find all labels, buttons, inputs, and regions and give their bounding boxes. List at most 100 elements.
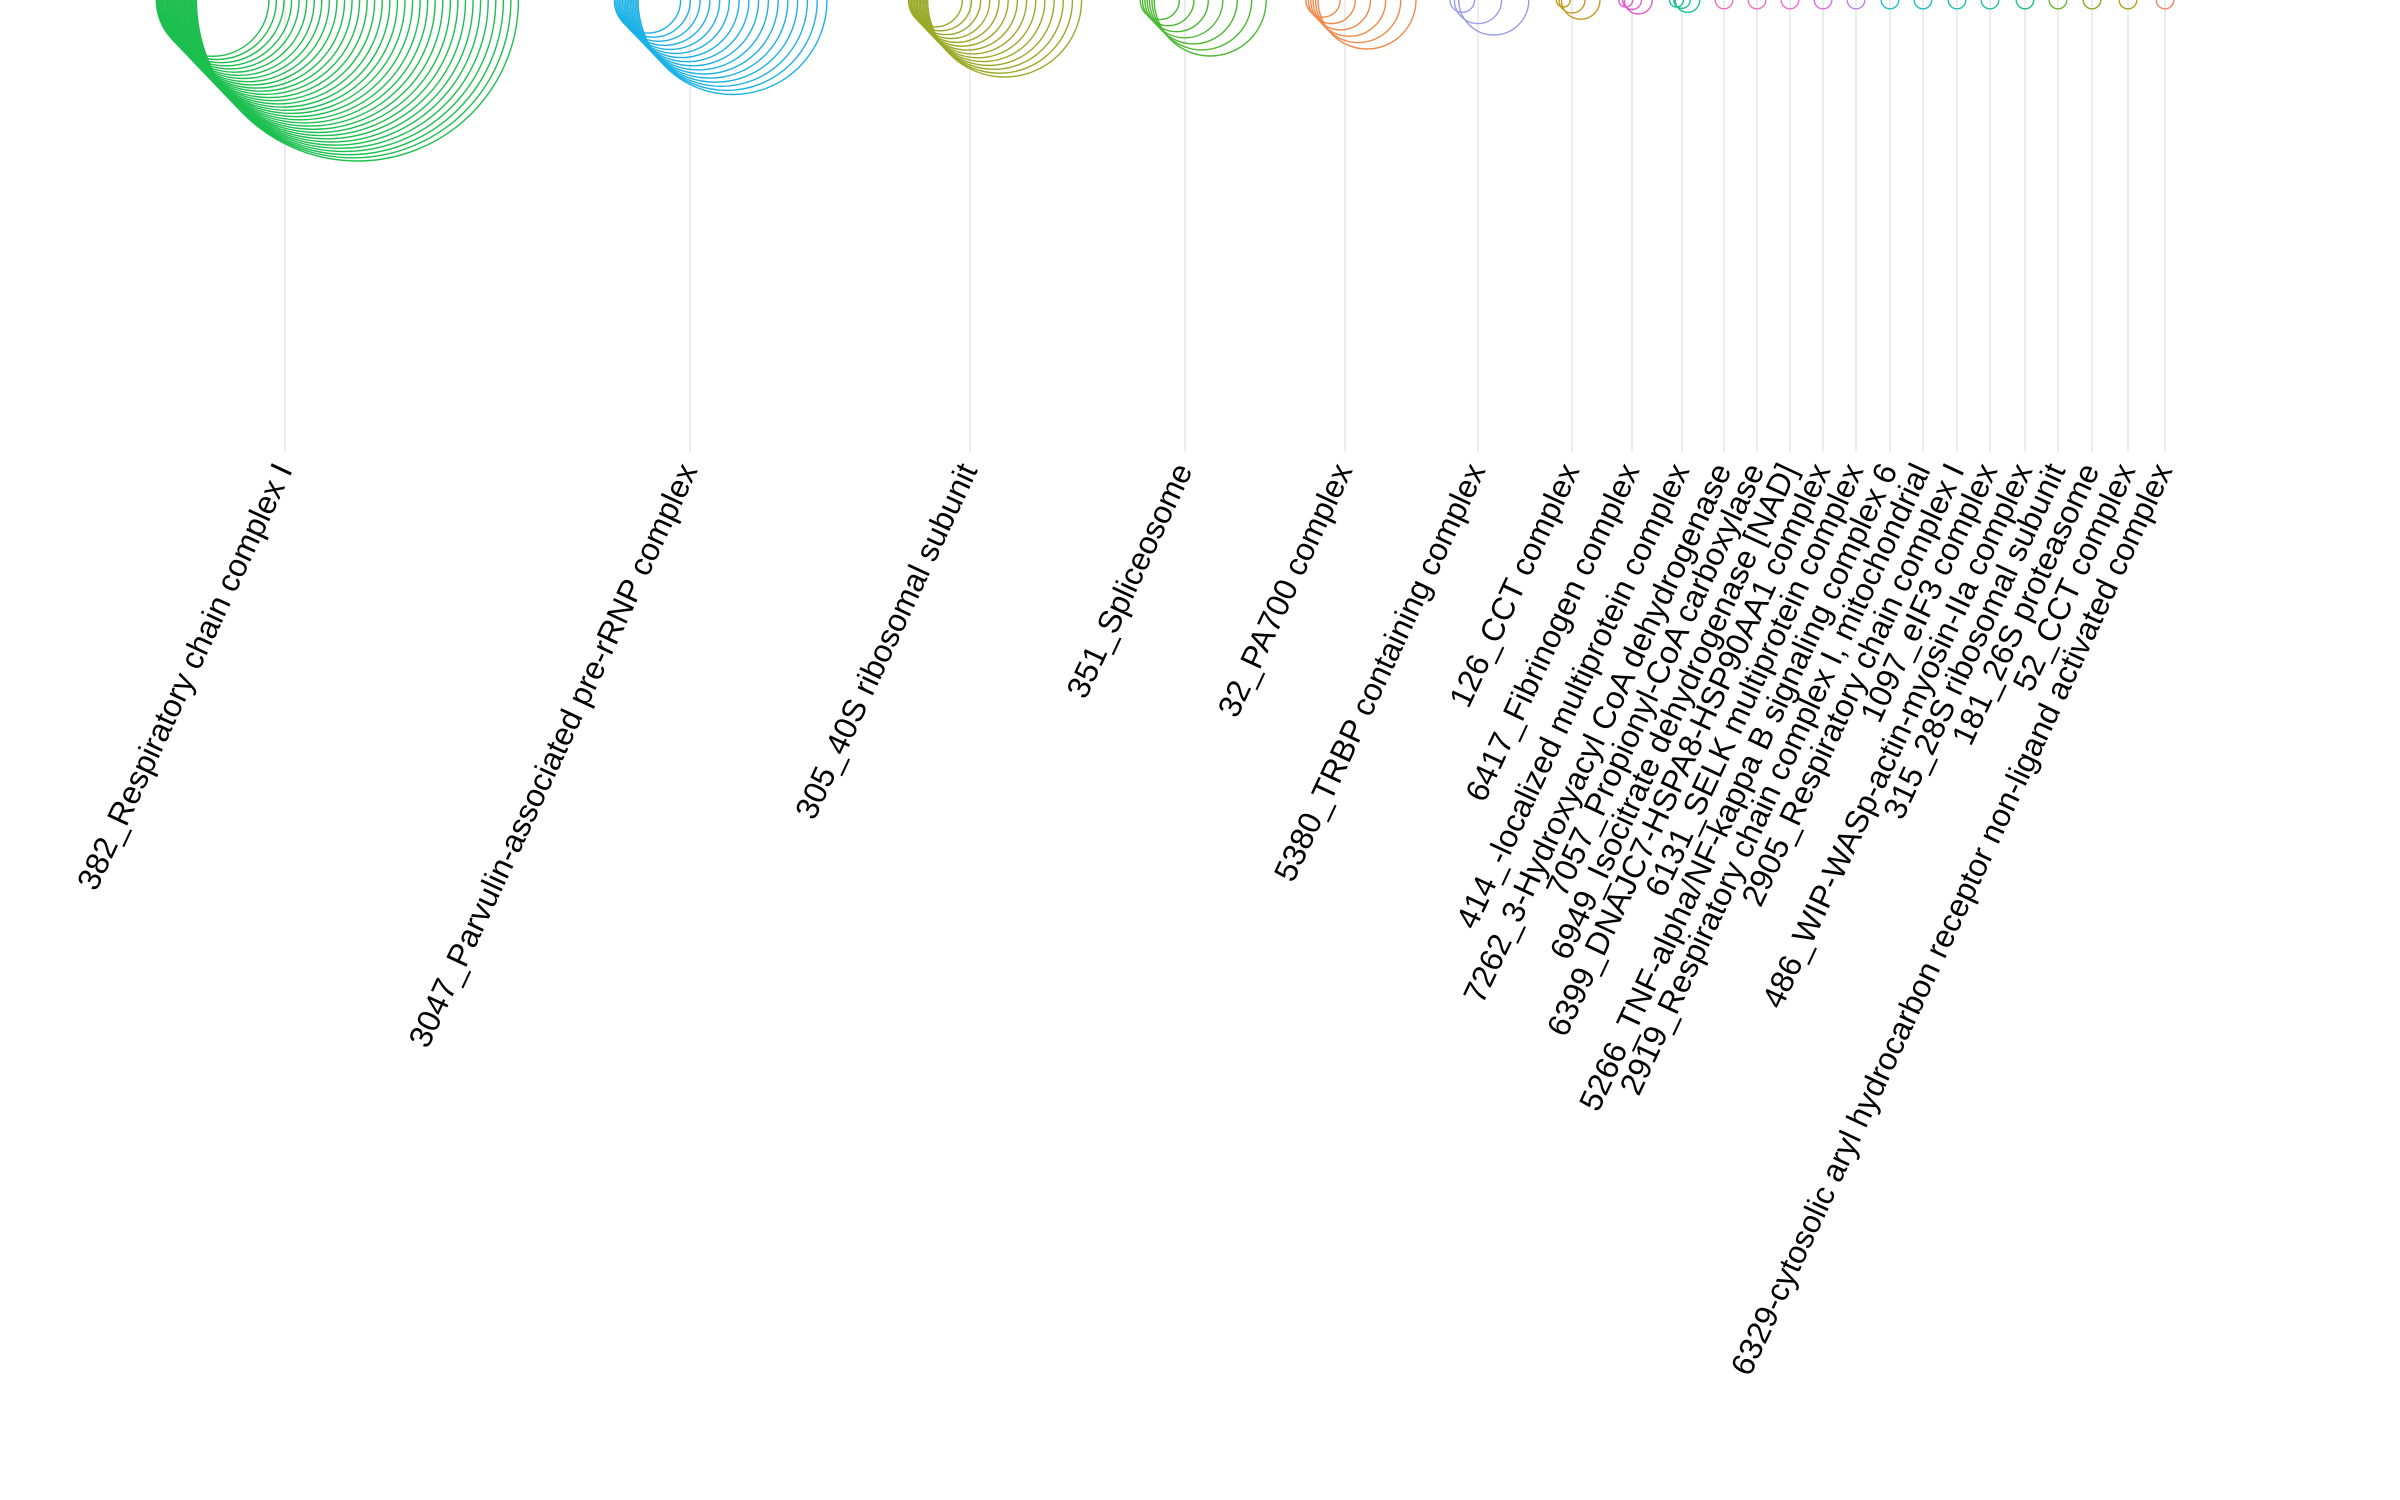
arc-mark — [1141, 0, 1195, 27]
arc-mark — [159, 0, 293, 67]
arc-mark — [1560, 0, 1601, 20]
arc-mark — [195, 0, 520, 162]
arc-mark — [183, 0, 444, 130]
arc-mark — [160, 0, 300, 70]
arc-mark — [632, 0, 799, 83]
arc-mark — [1453, 0, 1503, 25]
arc-mark — [907, 0, 963, 28]
category-label: 32_PA700 complex — [1210, 458, 1359, 723]
stem-lines — [284, 0, 2166, 452]
arc-mark — [1305, 0, 1341, 18]
arc-mark — [922, 0, 1055, 67]
arc-mark — [634, 0, 809, 87]
arc-mark — [919, 0, 1037, 59]
arc-mark — [1317, 0, 1417, 50]
arc-mark — [1747, 0, 1767, 10]
arc-mark — [169, 0, 353, 92]
arc-mark — [1146, 0, 1224, 39]
arc-mark — [170, 0, 361, 96]
arc-series — [155, 0, 2175, 162]
arc-mark — [1714, 0, 1734, 10]
arc-mark — [2048, 0, 2068, 10]
arc-mark — [925, 0, 1074, 74]
arc-mark — [181, 0, 429, 124]
arc-mark — [924, 0, 1064, 70]
arc-mark — [915, 0, 1009, 47]
arc-mark — [1151, 0, 1253, 51]
arc-mark — [1621, 0, 1643, 11]
arc-mark — [1673, 0, 1691, 9]
arc-mark — [627, 0, 770, 71]
arc-mark — [1310, 0, 1372, 31]
arc-mark — [1307, 0, 1356, 25]
arc-mark — [1139, 0, 1181, 21]
arc-mark — [1312, 0, 1387, 37]
arc-mark — [637, 0, 828, 96]
arc-mark — [1153, 0, 1267, 57]
arc-mark — [165, 0, 331, 83]
arc-mark — [918, 0, 1028, 55]
category-label: 3047_Parvulin-associated pre-rRNP comple… — [401, 458, 704, 1053]
arc-mark — [1458, 0, 1530, 36]
arc-mark — [1913, 0, 1933, 10]
arc-mark — [912, 0, 991, 40]
arc-mark — [156, 0, 278, 61]
arc-mark — [157, 0, 285, 64]
category-label: 382_Respiratory chain complex I — [70, 458, 300, 896]
arc-mark — [621, 0, 730, 55]
arc-mark — [1780, 0, 1800, 10]
arc-mark — [155, 0, 270, 57]
arc-mark — [2118, 0, 2138, 10]
arc-mark — [162, 0, 315, 77]
arc-mark — [909, 0, 973, 32]
category-label: 305_40S ribosomal subunit — [788, 458, 985, 825]
arc-mark — [1148, 0, 1238, 45]
arc-mark — [2155, 0, 2175, 10]
arc-mark — [173, 0, 383, 105]
arc-mark — [623, 0, 740, 59]
arc-mark — [188, 0, 474, 143]
arc-mark — [620, 0, 721, 51]
arc-mark — [910, 0, 982, 36]
arc-mark — [921, 0, 1046, 63]
arc-mark — [167, 0, 346, 89]
arc-mark — [616, 0, 701, 42]
arc-mark — [913, 0, 1000, 44]
arc-mark — [177, 0, 406, 115]
arc-mark — [631, 0, 789, 79]
arc-mark — [189, 0, 482, 146]
arc-mark — [1846, 0, 1866, 10]
arc-mark — [193, 0, 505, 156]
arc-mark — [1813, 0, 1833, 10]
arc-mark — [629, 0, 779, 75]
arc-mark — [626, 0, 760, 67]
arc-mark — [190, 0, 489, 149]
arc-mark — [171, 0, 368, 99]
category-label: 351_Spliceosome — [1059, 458, 1199, 704]
arc-mark — [926, 0, 1083, 78]
arc-mark — [624, 0, 750, 63]
arc-mark — [175, 0, 391, 108]
arc-mark — [187, 0, 467, 140]
arc-mark — [1144, 0, 1209, 33]
arc-mark — [186, 0, 459, 137]
arc-mark — [172, 0, 376, 102]
arc-mark — [2015, 0, 2035, 10]
arc-mark — [192, 0, 497, 153]
arc-mark — [1880, 0, 1900, 10]
arc-mark — [635, 0, 818, 92]
arc-mark — [184, 0, 452, 134]
arc-mark — [179, 0, 421, 121]
arc-mark — [161, 0, 308, 73]
arc-mark — [2082, 0, 2102, 10]
arc-mark — [178, 0, 414, 118]
arc-mark — [613, 0, 682, 34]
arc-mark — [1449, 0, 1476, 13]
arc-mark — [166, 0, 338, 86]
category-labels: 382_Respiratory chain complex I 3047_Parv… — [70, 458, 2180, 1381]
arc-mark — [182, 0, 436, 127]
arc-mark — [176, 0, 399, 111]
arc-mark — [1314, 0, 1402, 44]
arc-mark — [615, 0, 691, 38]
